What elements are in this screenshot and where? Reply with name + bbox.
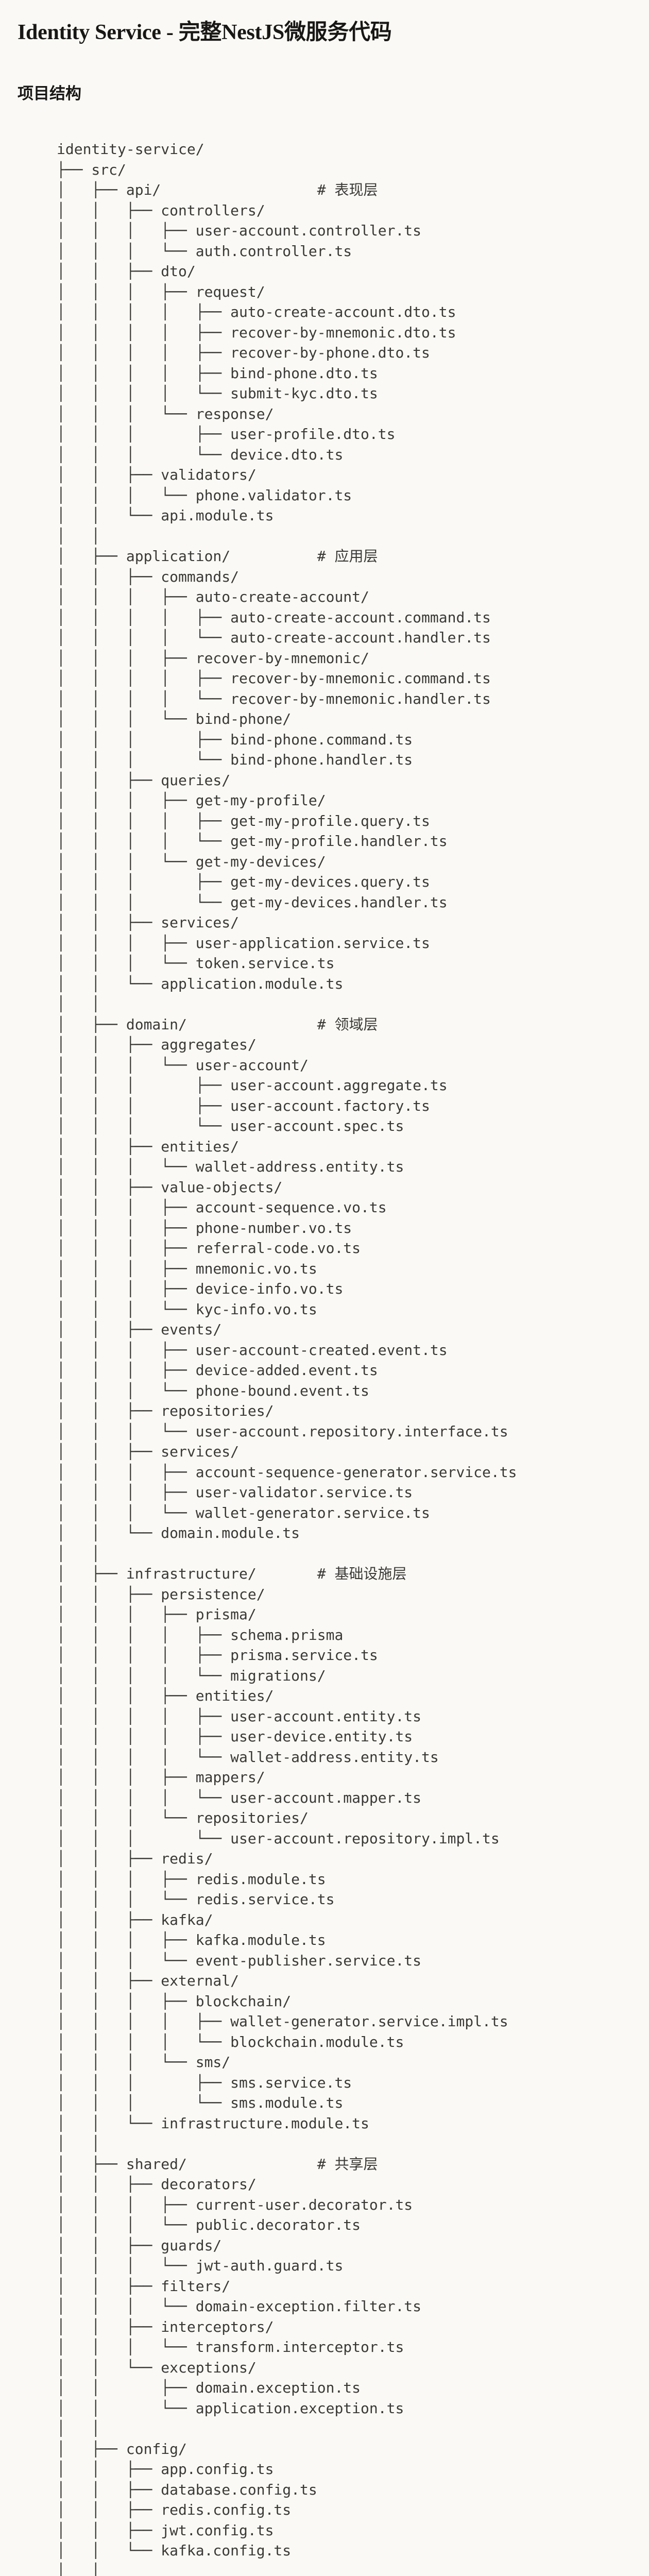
section-heading: 项目结构 xyxy=(18,84,81,103)
page-title: Identity Service - 完整NestJS微服务代码 xyxy=(18,21,392,44)
file-tree: identity-service/ ├── src/ │ ├── api/ # … xyxy=(57,141,517,2576)
document: Identity Service - 完整NestJS微服务代码 项目结构 id… xyxy=(18,19,628,2576)
